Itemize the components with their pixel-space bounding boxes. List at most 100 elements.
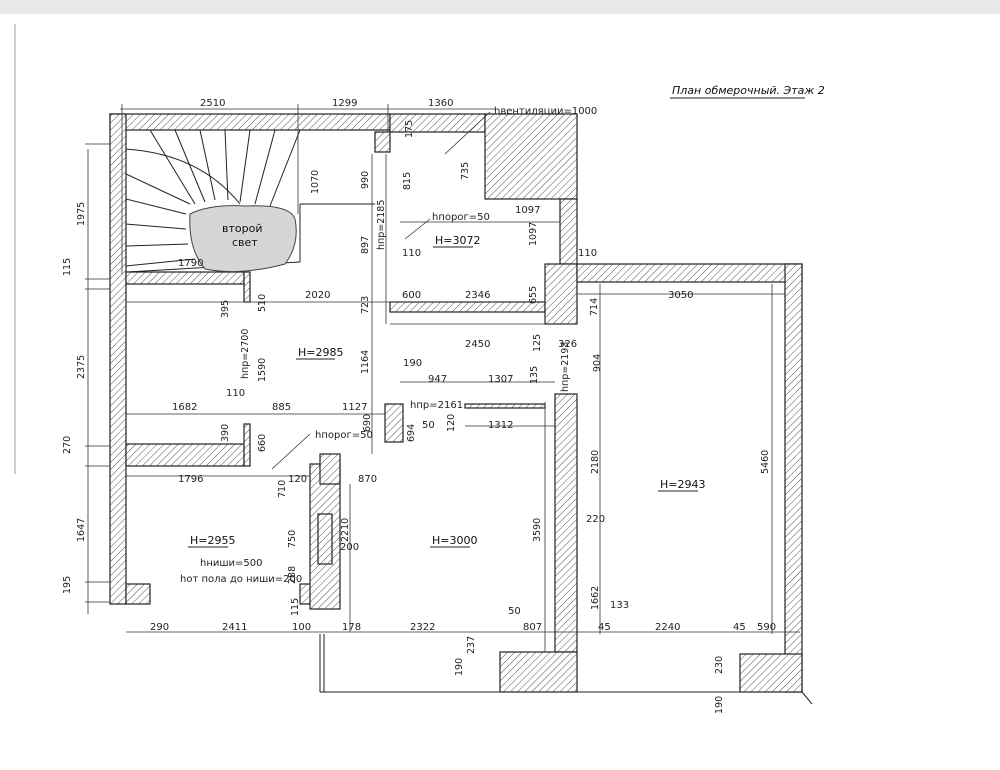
dim-220: 220 [586, 514, 605, 525]
dim-290: 290 [150, 622, 169, 633]
dim-2020: 2020 [305, 290, 330, 301]
dim-115b: 115 [290, 598, 301, 616]
threshold-note-mid: hпорог=50 [315, 430, 373, 441]
dim-723: 723 [360, 296, 371, 314]
dim-590: 590 [757, 622, 776, 633]
dim-178: 178 [342, 622, 361, 633]
dim-2180: 2180 [590, 450, 601, 474]
horizontal-dimensions: 2510 1299 1360 1097 1790 2020 2346 3050 … [150, 98, 776, 633]
dim-135: 135 [529, 366, 540, 384]
dim-288: 288 [287, 566, 298, 584]
dim-1975: 1975 [76, 202, 87, 226]
upper-room-height: H=3072 [435, 234, 480, 247]
dim-1127: 1127 [342, 402, 367, 413]
dim-50b: 50 [508, 606, 521, 617]
dim-190v: 190 [454, 658, 465, 676]
dim-1070: 1070 [310, 170, 321, 194]
dim-2375: 2375 [76, 355, 87, 379]
left-room-height: H=2955 [190, 534, 235, 547]
dim-1097: 1097 [515, 205, 540, 216]
dim-120v: 120 [446, 414, 457, 432]
dim-5460: 5460 [760, 450, 771, 474]
dim-1662: 1662 [590, 586, 601, 610]
niche-height: hниши=500 [200, 558, 263, 569]
dim-115a: 115 [62, 258, 73, 276]
dim-50a: 50 [422, 420, 435, 431]
center-room-height: H=3000 [432, 534, 477, 547]
dim-660: 660 [257, 434, 268, 452]
dim-1299: 1299 [332, 98, 357, 109]
dim-690: 690 [362, 414, 373, 432]
right-room-height: H=2943 [660, 478, 705, 491]
dim-395: 395 [220, 300, 231, 318]
opening-2700: hпр=2700 [240, 329, 251, 379]
dim-3050: 3050 [668, 290, 693, 301]
ventilation-note: hвентиляции=1000 [494, 106, 597, 117]
dim-735: 735 [460, 162, 471, 180]
dim-110a: 110 [226, 388, 245, 399]
dim-1312: 1312 [488, 420, 513, 431]
dim-807: 807 [523, 622, 542, 633]
opening-2185: hпр=2185 [376, 200, 387, 250]
opening-2193: hпр=2193 [560, 342, 571, 392]
dim-1647: 1647 [76, 518, 87, 542]
balcony-lines [319, 634, 813, 705]
dim-2210: 2210 [340, 518, 351, 542]
dim-600: 600 [402, 290, 421, 301]
drawing-sheet: План обмерочный. Этаж 2 [0, 14, 1000, 770]
vertical-dimensions: 1975 115 2375 270 1647 195 1070 990 175 … [62, 120, 771, 714]
dim-694: 694 [406, 424, 417, 442]
dim-714: 714 [589, 298, 600, 316]
niche-floor-height: hот пола до ниши=200 [180, 574, 302, 585]
room-labels: H=2985 H=3072 H=2943 H=2955 H=3000 [188, 234, 705, 548]
dim-45a: 45 [598, 622, 611, 633]
dim-2411: 2411 [222, 622, 247, 633]
dim-1360: 1360 [428, 98, 453, 109]
dim-120: 120 [288, 474, 307, 485]
dim-190b: 190 [714, 696, 725, 714]
dim-990: 990 [360, 171, 371, 189]
dim-326: 326 [558, 339, 577, 350]
dim-200: 200 [340, 542, 359, 553]
walls [109, 113, 803, 693]
dim-2240: 2240 [655, 622, 680, 633]
opening-2161: hпр=2161 [410, 400, 463, 411]
dim-45b: 45 [733, 622, 746, 633]
dim-175: 175 [404, 120, 415, 138]
dim-100: 100 [292, 622, 311, 633]
dim-237: 237 [466, 636, 477, 654]
dim-125: 125 [532, 334, 543, 352]
dim-1590: 1590 [257, 358, 268, 382]
annotations: hвентиляции=1000 hпорог=50 hпорог=50 hпр… [180, 106, 597, 585]
dim-1097v: 1097 [528, 222, 539, 246]
dim-1682: 1682 [172, 402, 197, 413]
dim-1164: 1164 [360, 350, 371, 374]
dim-815: 815 [402, 172, 413, 190]
stair-void-label-1: второй [222, 222, 262, 235]
dim-750: 750 [287, 530, 298, 548]
dim-230: 230 [714, 656, 725, 674]
staircase [125, 129, 375, 273]
dim-1796: 1796 [178, 474, 203, 485]
dim-655: 655 [528, 286, 539, 304]
dimension-lines [85, 104, 800, 652]
dim-710: 710 [277, 480, 288, 498]
dim-947: 947 [428, 374, 447, 385]
dim-897: 897 [360, 236, 371, 254]
dim-110c: 110 [578, 248, 597, 259]
dim-904: 904 [592, 354, 603, 372]
dim-133: 133 [610, 600, 629, 611]
dim-110b: 110 [402, 248, 421, 259]
dim-2450: 2450 [465, 339, 490, 350]
dim-270: 270 [62, 436, 73, 454]
stair-void-label-2: свет [232, 236, 258, 249]
dim-390: 390 [220, 424, 231, 442]
dim-870: 870 [358, 474, 377, 485]
dim-510: 510 [257, 294, 268, 312]
dim-1790: 1790 [178, 258, 203, 269]
floor-plan: План обмерочный. Этаж 2 [14, 24, 825, 714]
dim-2510: 2510 [200, 98, 225, 109]
dim-3590: 3590 [532, 518, 543, 542]
dim-1307: 1307 [488, 374, 513, 385]
dim-2346: 2346 [465, 290, 490, 301]
